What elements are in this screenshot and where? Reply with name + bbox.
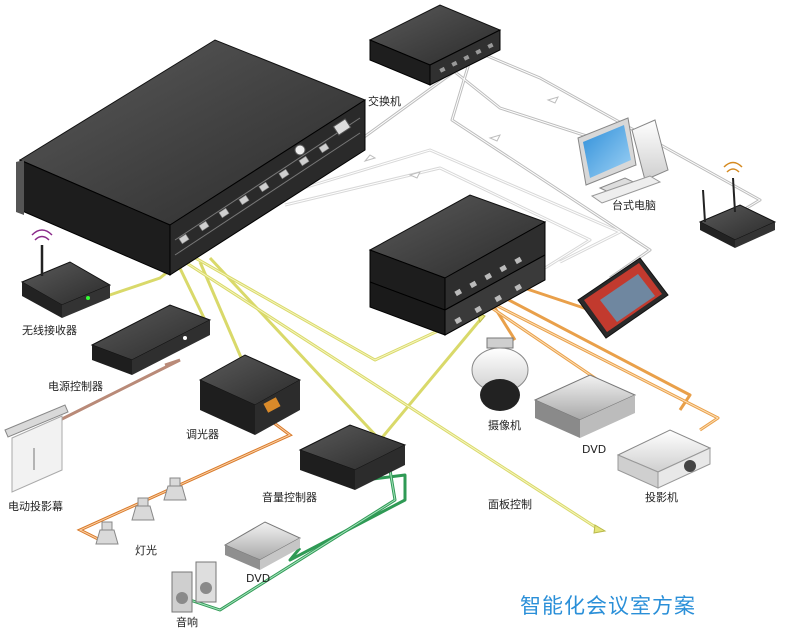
projector-icon xyxy=(616,429,712,489)
light-fixtures-icon xyxy=(95,477,187,545)
volume-controller-icon xyxy=(298,424,407,490)
cable-arrows xyxy=(363,96,559,179)
projection-screen-icon xyxy=(4,404,69,493)
label-screen: 电动投影幕 xyxy=(8,500,63,513)
power-controller-icon xyxy=(90,304,212,375)
wireless-router-icon xyxy=(698,161,777,248)
label-desktop: 台式电脑 xyxy=(612,199,656,212)
touch-panel-icon xyxy=(577,257,669,339)
matrix-switcher-icon xyxy=(368,194,547,336)
dimmer-icon xyxy=(198,354,302,435)
label-dvd: DVD xyxy=(582,443,607,456)
desktop-computer-icon xyxy=(577,117,669,204)
label-switch: 交换机 xyxy=(368,95,401,108)
power-cable xyxy=(59,358,181,422)
network-switch-icon xyxy=(368,4,502,86)
diagram-title: 智能化会议室方案 xyxy=(520,594,696,618)
label-receiver: 无线接收器 xyxy=(22,324,77,337)
label-speaker: 音响 xyxy=(176,616,198,629)
label-dvd-small: DVD xyxy=(246,572,271,585)
label-dimmer: 调光器 xyxy=(186,428,219,441)
central-controller-icon xyxy=(16,39,367,276)
dvd-player-icon xyxy=(533,374,637,438)
camera-icon xyxy=(471,337,529,411)
label-panel: 面板控制 xyxy=(488,498,532,511)
label-camera: 摄像机 xyxy=(488,419,521,432)
label-power-ctrl: 电源控制器 xyxy=(48,380,103,393)
wireless-receiver-icon xyxy=(20,229,112,318)
speakers-icon xyxy=(171,561,217,613)
dvd-player-small-icon xyxy=(223,521,302,570)
label-lights: 灯光 xyxy=(135,544,157,557)
label-volume-ctrl: 音量控制器 xyxy=(262,491,317,504)
dimmer-cable xyxy=(76,418,293,542)
network-cables xyxy=(269,50,762,280)
label-projector: 投影机 xyxy=(645,491,678,504)
